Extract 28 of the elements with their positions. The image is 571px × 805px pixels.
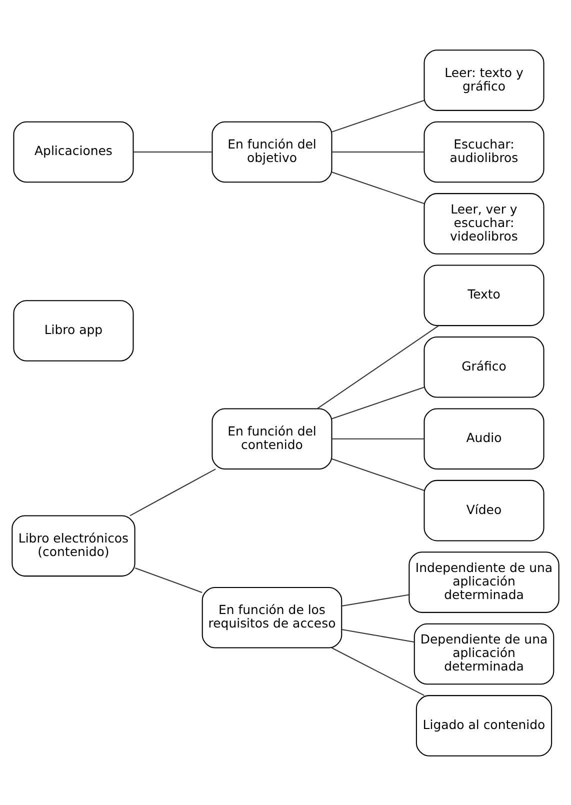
connector bbox=[133, 150, 212, 152]
node-box: Texto bbox=[424, 264, 544, 326]
connector bbox=[332, 646, 424, 696]
node-box: En función del objetivo bbox=[212, 120, 332, 182]
node-box: Aplicaciones bbox=[13, 120, 134, 182]
node-box: Libro electrónicos (contenido) bbox=[12, 514, 136, 576]
connector bbox=[130, 468, 216, 516]
node-box: Leer, ver y escuchar: videolibros bbox=[424, 192, 544, 254]
node-box: Ligado al contenido bbox=[416, 694, 552, 756]
connector bbox=[342, 594, 410, 606]
node-box: Dependiente de una aplicación determinada bbox=[414, 622, 554, 684]
connector bbox=[332, 438, 424, 439]
connector bbox=[332, 150, 424, 152]
node-box: Leer: texto y gráfico bbox=[424, 49, 544, 110]
connector bbox=[332, 386, 424, 419]
connector bbox=[332, 99, 424, 132]
node-box: Independiente de una aplicación determinada bbox=[408, 551, 560, 612]
node-box: En función del contenido bbox=[212, 408, 332, 470]
connector bbox=[332, 171, 424, 204]
connector bbox=[342, 628, 414, 642]
node-box: Gráfico bbox=[424, 336, 544, 398]
node-box: Escuchar: audiolibros bbox=[424, 120, 544, 182]
node-box: Vídeo bbox=[424, 479, 544, 541]
node-box: Libro app bbox=[13, 300, 134, 361]
node-box: En función de los requisitos de acceso bbox=[202, 586, 342, 648]
connector bbox=[332, 458, 424, 490]
node-box: Audio bbox=[424, 408, 544, 470]
connector bbox=[134, 567, 202, 592]
